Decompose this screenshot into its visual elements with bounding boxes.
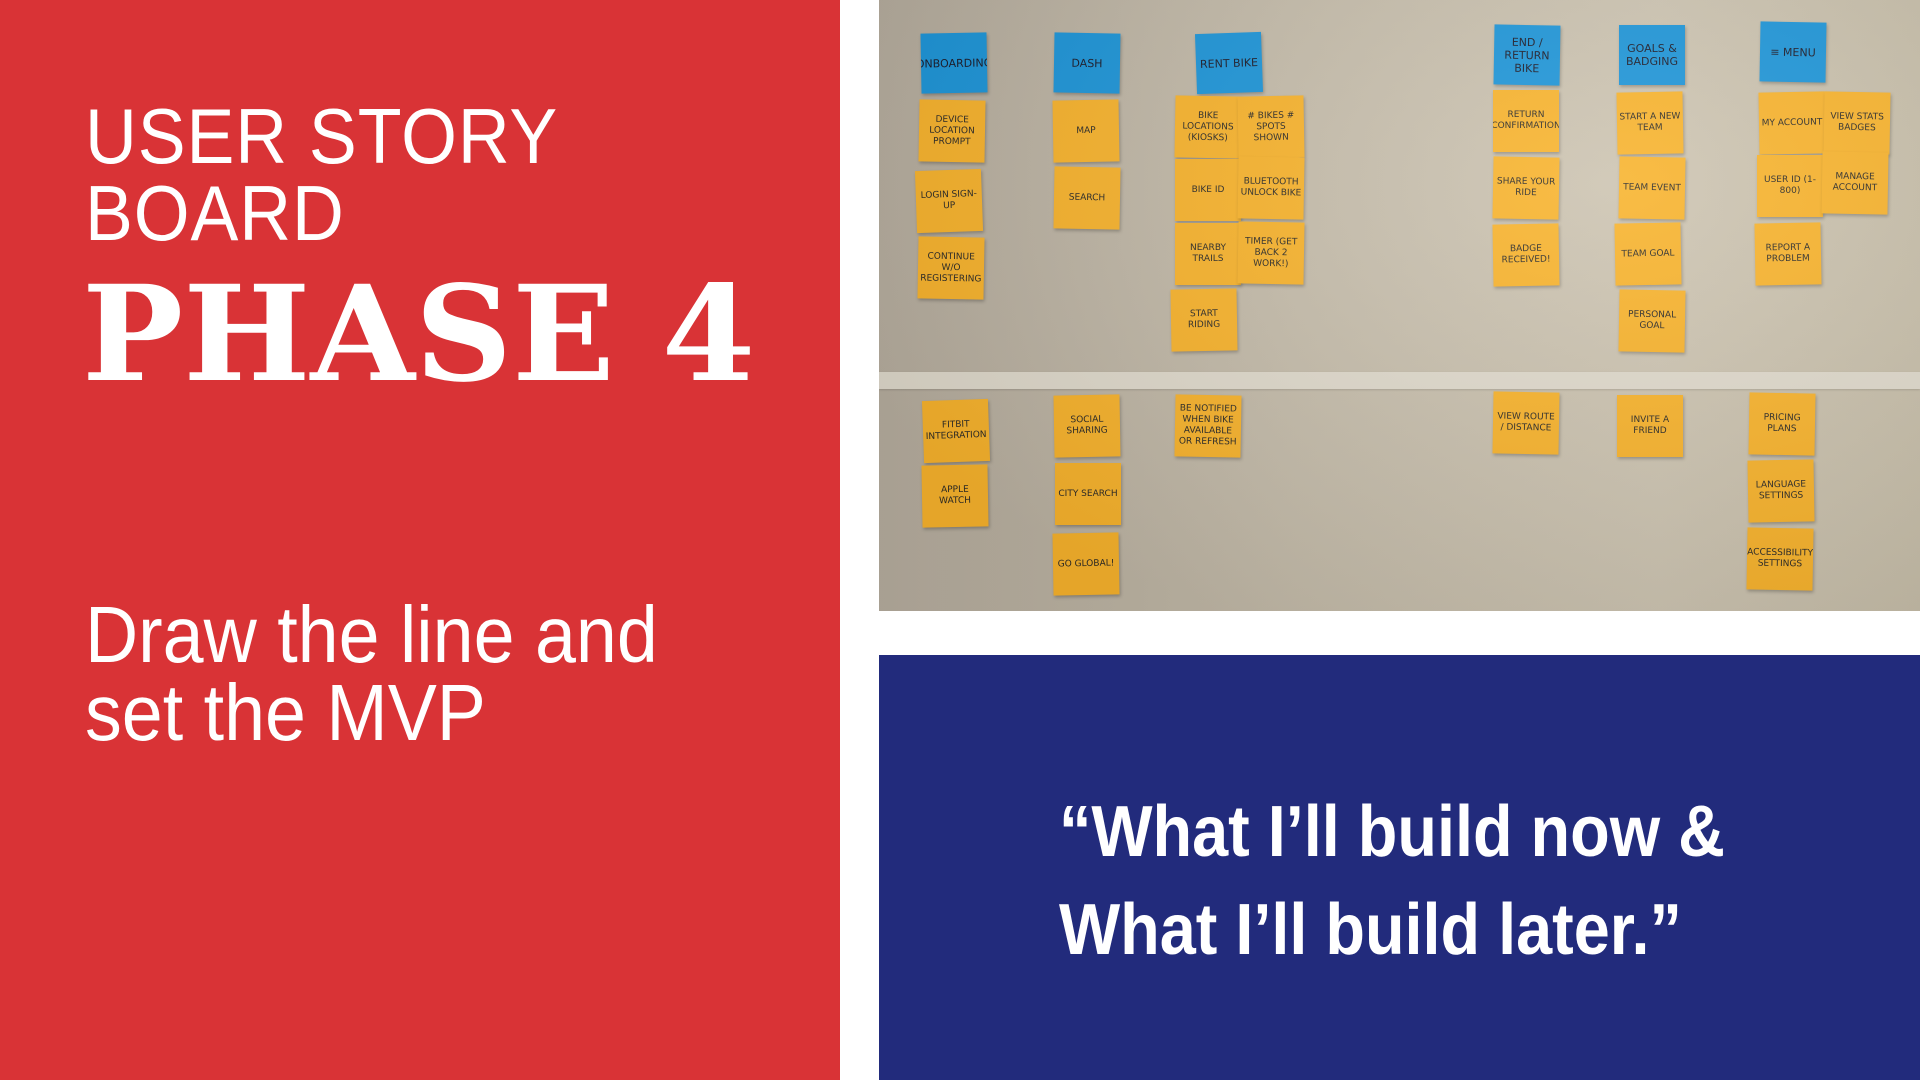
subtitle-line-1: Draw the line and — [85, 590, 658, 679]
story-note-33: MY ACCOUNT — [1758, 91, 1826, 155]
story-note-30: PERSONAL GOAL — [1618, 289, 1686, 353]
category-note-0: ONBOARDING — [920, 32, 988, 94]
title-line-1: USER STORY — [85, 92, 559, 180]
story-note-3: CONTINUE W/O REGISTERING — [917, 236, 985, 300]
quote-line-1: “What I’ll build now & — [1059, 792, 1725, 872]
story-note-37: REPORT A PROBLEM — [1754, 222, 1822, 286]
story-note-20: BE NOTIFIED WHEN BIKE AVAILABLE OR REFRE… — [1174, 394, 1242, 458]
story-note-18: TIMER (GET BACK 2 WORK!) — [1237, 221, 1305, 285]
story-note-27: START A NEW TEAM — [1616, 91, 1684, 155]
story-note-35: USER ID (1-800) — [1757, 155, 1823, 217]
story-note-14: # BIKES # SPOTS SHOWN — [1237, 95, 1305, 159]
quote-text: “What I’ll build now & What I’ll build l… — [1059, 783, 1725, 979]
story-note-17: NEARBY TRAILS — [1175, 223, 1241, 285]
story-note-25: VIEW ROUTE / DISTANCE — [1492, 391, 1560, 455]
story-note-1: DEVICE LOCATION PROMPT — [918, 99, 986, 163]
story-note-8: SEARCH — [1053, 166, 1121, 230]
story-note-24: BADGE RECEIVED! — [1492, 223, 1560, 287]
story-note-10: CITY SEARCH — [1055, 463, 1121, 525]
quote-line-2: What I’ll build later.” — [1059, 890, 1682, 970]
story-note-39: LANGUAGE SETTINGS — [1747, 459, 1815, 523]
story-note-29: TEAM GOAL — [1614, 222, 1682, 286]
story-note-38: PRICING PLANS — [1748, 392, 1816, 456]
category-note-12: RENT BIKE — [1194, 31, 1264, 95]
category-note-6: DASH — [1053, 32, 1121, 94]
title-panel: USER STORY BOARD PHASE 4 Draw the line a… — [0, 0, 840, 1080]
mvp-tape-line — [879, 372, 1920, 389]
category-note-21: END / RETURN BIKE — [1493, 24, 1561, 86]
story-note-31: INVITE A FRIEND — [1617, 395, 1683, 457]
category-note-26: GOALS & BADGING — [1619, 25, 1685, 85]
subtitle-line-2: set the MVP — [85, 668, 486, 757]
story-note-13: BIKE LOCATIONS (KIOSKS) — [1174, 95, 1242, 159]
story-note-36: MANAGE ACCOUNT — [1821, 151, 1889, 215]
story-note-9: SOCIAL SHARING — [1053, 394, 1121, 458]
story-note-19: START RIDING — [1170, 288, 1238, 352]
story-note-11: GO GLOBAL! — [1052, 532, 1120, 596]
subtitle: Draw the line and set the MVP — [85, 590, 658, 757]
phase-heading: PHASE 4 — [82, 257, 756, 412]
story-note-23: SHARE YOUR RIDE — [1492, 156, 1560, 220]
story-note-28: TEAM EVENT — [1618, 156, 1686, 220]
story-note-40: ACCESSIBILITY SETTINGS — [1746, 527, 1814, 591]
story-note-2: LOGIN SIGN-UP — [914, 168, 984, 234]
story-note-15: BIKE ID — [1175, 159, 1241, 221]
story-note-5: APPLE WATCH — [921, 464, 989, 528]
story-note-22: RETURN CONFIRMATION — [1493, 90, 1559, 152]
story-note-4: FITBIT INTEGRATION — [921, 398, 991, 464]
category-note-32: ≡ MENU — [1759, 21, 1827, 83]
story-note-16: BLUETOOTH UNLOCK BIKE — [1237, 156, 1305, 220]
quote-panel: “What I’ll build now & What I’ll build l… — [879, 655, 1920, 1080]
title-line-2: BOARD — [85, 169, 345, 257]
story-note-7: MAP — [1052, 99, 1120, 163]
story-note-34: VIEW STATS BADGES — [1823, 91, 1891, 155]
